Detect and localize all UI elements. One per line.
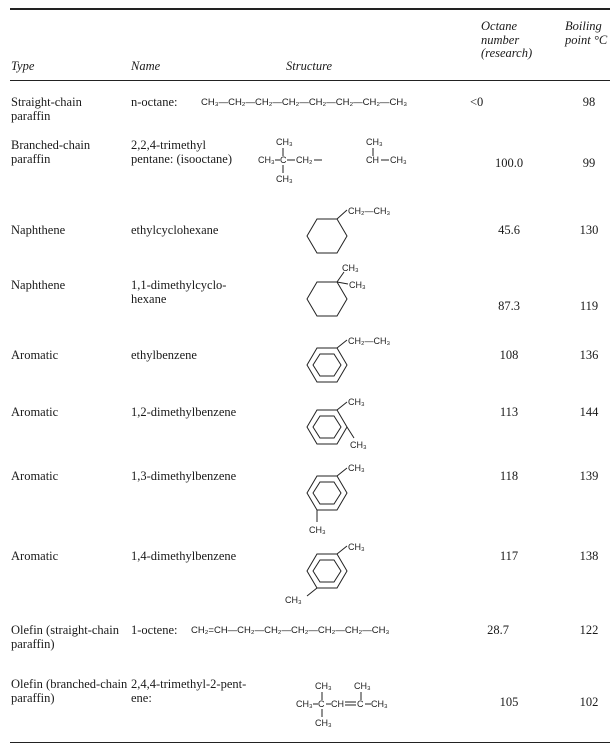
row-3-octane: 45.6 bbox=[498, 223, 520, 237]
row-3-name: ethylcyclohexane bbox=[131, 223, 219, 237]
isooctane-ch3-top1: CH₃ bbox=[276, 137, 293, 147]
row-8-type: Aromatic bbox=[11, 549, 59, 563]
row-2-boiling: 99 bbox=[582, 156, 596, 170]
trimethylpentene-structure: CH₃ CH₃ CH₃ C CH C CH₃ CH₃ bbox=[296, 681, 388, 728]
dimethylcyclohexane-ch3-right: CH₃ bbox=[349, 280, 366, 290]
row-7-octane: 118 bbox=[499, 469, 519, 483]
row-6-octane: 113 bbox=[499, 405, 519, 419]
header-type: Type bbox=[11, 59, 35, 73]
row-3-type: Naphthene bbox=[11, 223, 66, 237]
row-8-name: 1,4-dimethylbenzene bbox=[131, 549, 237, 563]
isooctane-structure: CH₃ CH₃ CH₃ C CH₂ CH CH₃ CH₃ bbox=[258, 137, 407, 184]
isooctane-ch: CH bbox=[366, 155, 379, 165]
header-structure: Structure bbox=[286, 59, 333, 73]
m-xylene-ch3-bottom: CH₃ bbox=[309, 525, 326, 535]
row-7-name: 1,3-dimethylbenzene bbox=[131, 469, 237, 483]
row-6-type: Aromatic bbox=[11, 405, 59, 419]
row-9-octane: 28.7 bbox=[487, 623, 509, 637]
trimethylpentene-c1: C bbox=[318, 699, 325, 709]
row-1-name: n-octane: bbox=[131, 95, 178, 109]
p-xylene-ch3-bottom: CH₃ bbox=[285, 595, 302, 605]
row-5-boiling: 136 bbox=[579, 348, 599, 362]
trimethylpentene-ch3-left: CH₃ bbox=[296, 699, 313, 709]
isooctane-ch3-bottom: CH₃ bbox=[276, 174, 293, 184]
header-octane: Octane number (research) bbox=[481, 19, 533, 60]
trimethylpentene-ch3-right: CH₃ bbox=[371, 699, 388, 709]
row-8-boiling: 138 bbox=[579, 549, 599, 563]
row-6-boiling: 144 bbox=[579, 405, 599, 419]
header-name: Name bbox=[131, 59, 161, 73]
row-4-type: Naphthene bbox=[11, 278, 66, 292]
row-5-octane: 108 bbox=[499, 348, 519, 362]
p-xylene-structure: CH₃ CH₃ bbox=[285, 542, 365, 605]
row-8-octane: 117 bbox=[499, 549, 519, 563]
ethylcyclohexane-ch2ch3: CH₂—CH₃ bbox=[348, 206, 390, 216]
o-xylene-structure: CH₃ CH₃ bbox=[306, 397, 367, 450]
row-10-name: 2,4,4-trimethyl-2-pent- ene: bbox=[131, 677, 247, 705]
o-xylene-ch3-bottom: CH₃ bbox=[350, 440, 367, 450]
trimethylpentene-ch3-bottom: CH₃ bbox=[315, 718, 332, 728]
row-1-octane: <0 bbox=[470, 95, 484, 109]
row-1-boiling: 98 bbox=[582, 95, 596, 109]
row-2-name: 2,2,4-trimethyl pentane: (isooctane) bbox=[131, 138, 232, 166]
row-7-boiling: 139 bbox=[579, 469, 599, 483]
header-rule bbox=[10, 80, 610, 81]
row-3-boiling: 130 bbox=[579, 223, 599, 237]
row-5-name: ethylbenzene bbox=[131, 348, 197, 362]
row-6-name: 1,2-dimethylbenzene bbox=[131, 405, 237, 419]
row-9-type: Olefin (straight-chain paraffin) bbox=[11, 623, 119, 651]
ethylbenzene-ch2ch3: CH₂—CH₃ bbox=[348, 336, 390, 346]
isooctane-ch3-right: CH₃ bbox=[390, 155, 407, 165]
m-xylene-ch3-top: CH₃ bbox=[348, 463, 365, 473]
row-9-name: 1-octene: bbox=[131, 623, 178, 637]
row-4-name: 1,1-dimethylcyclo- hexane bbox=[131, 278, 227, 306]
m-xylene-structure: CH₃ CH₃ bbox=[306, 463, 365, 535]
dimethylcyclohexane-ch3-top: CH₃ bbox=[342, 263, 359, 273]
trimethylpentene-ch3-top1: CH₃ bbox=[315, 681, 332, 691]
row-4-boiling: 119 bbox=[579, 299, 599, 313]
trimethylpentene-c2: C bbox=[357, 699, 364, 709]
row-1-type: Straight-chain paraffin bbox=[11, 95, 82, 123]
header-boiling: Boiling point °C bbox=[565, 19, 608, 47]
dimethylcyclohexane-structure: CH₃ CH₃ bbox=[306, 263, 366, 317]
top-rule bbox=[10, 8, 610, 10]
row-2-octane: 100.0 bbox=[494, 156, 524, 170]
row-7-type: Aromatic bbox=[11, 469, 59, 483]
bottom-rule bbox=[10, 742, 610, 743]
isooctane-c: C bbox=[280, 155, 287, 165]
o-xylene-ch3-top: CH₃ bbox=[348, 397, 365, 407]
ethylcyclohexane-structure: CH₂—CH₃ bbox=[306, 206, 390, 254]
row-9-formula: CH₂=CH—CH₂—CH₂—CH₂—CH₂—CH₂—CH₃ bbox=[191, 625, 390, 636]
isooctane-ch3-left: CH₃ bbox=[258, 155, 275, 165]
row-4-octane: 87.3 bbox=[498, 299, 520, 313]
isooctane-ch2: CH₂ bbox=[296, 155, 313, 165]
p-xylene-ch3-top: CH₃ bbox=[348, 542, 365, 552]
row-9-boiling: 122 bbox=[579, 623, 599, 637]
trimethylpentene-ch: CH bbox=[331, 699, 344, 709]
row-2-type: Branched-chain paraffin bbox=[11, 138, 91, 166]
ethylbenzene-structure: CH₂—CH₃ bbox=[306, 336, 390, 383]
isooctane-ch3-top2: CH₃ bbox=[366, 137, 383, 147]
row-10-boiling: 102 bbox=[579, 695, 599, 709]
row-10-type: Olefin (branched-chain paraffin) bbox=[11, 677, 128, 705]
row-5-type: Aromatic bbox=[11, 348, 59, 362]
row-10-octane: 105 bbox=[499, 695, 519, 709]
trimethylpentene-ch3-top2: CH₃ bbox=[354, 681, 371, 691]
row-1-formula: CH₃—CH₂—CH₂—CH₂—CH₂—CH₂—CH₂—CH₃ bbox=[201, 97, 408, 108]
